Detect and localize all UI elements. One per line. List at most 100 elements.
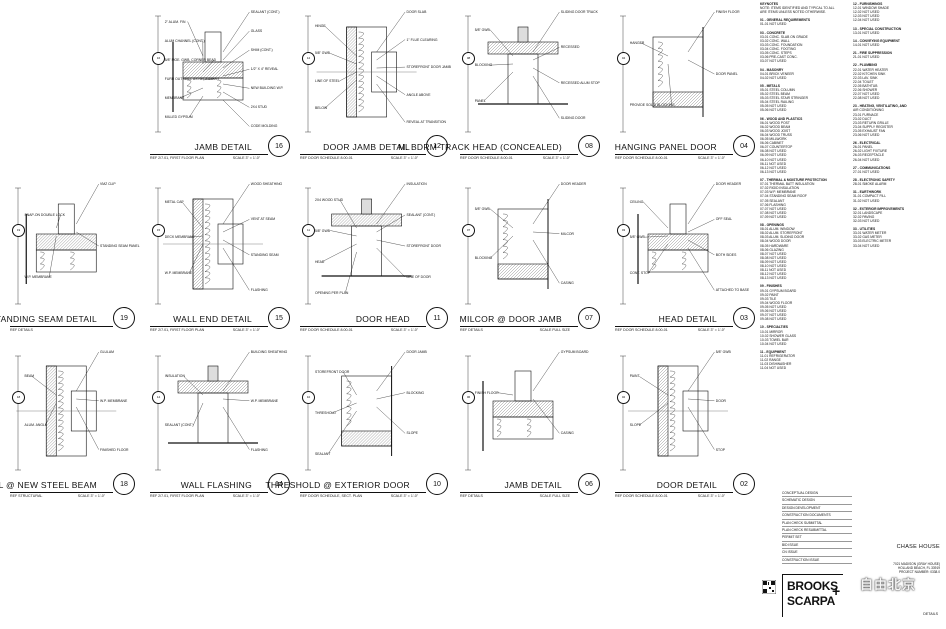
detail-number: 04	[733, 135, 755, 157]
detail-note: BELOW	[314, 106, 328, 111]
detail-note: FINISHED FLOOR	[100, 447, 129, 452]
detail-note: BEAM	[24, 374, 35, 379]
title-rule	[460, 154, 578, 155]
detail-scale: SCALE FULL SIZE	[539, 328, 570, 332]
detail-reference: REF 2/7.01, FIRST FLOOR PLAN	[150, 156, 205, 160]
detail-drawing-18	[15, 351, 117, 471]
detail-note: FINISH FLOOR	[474, 390, 499, 395]
keynote-line: 33-03 ELECTRIC METER	[853, 239, 892, 244]
detail-note: FLASHING	[250, 447, 268, 452]
detail-note: CASING	[560, 431, 574, 436]
detail-note: PAINT	[629, 374, 640, 379]
keynote-line: 06 - WOOD AND PLASTICS	[760, 116, 803, 121]
keynote-line: 22-01 WATER HEATER	[853, 67, 888, 72]
detail-note: 5/8" GWB	[314, 228, 330, 233]
logo-line-2: SCARPA	[787, 594, 835, 608]
detail-note: WOOD SHEATHING	[250, 182, 283, 186]
keynote-line: 07 - THERMAL & MOISTURE PROTECTION	[760, 178, 827, 183]
keynote-line: 07-08 NOT USED	[760, 210, 787, 215]
keynote-line: 22-07 NOT USED	[853, 92, 880, 97]
detail-note: VENT AT SEAM	[250, 217, 276, 222]
detail-note: PANEL	[474, 98, 486, 103]
detail-number: 08	[578, 135, 600, 157]
keynote-line: 08-08 NOT USED	[760, 255, 787, 260]
keynote-line: 05-06 NOT USED	[760, 108, 787, 113]
detail-note: METAL CAP	[164, 199, 184, 204]
detail-note: GLULAM	[100, 350, 114, 354]
detail-note: INSULATION	[406, 182, 427, 186]
detail-note: SLOPE	[629, 423, 642, 428]
detail-reference: REF DETAILS	[460, 494, 483, 498]
keynote-line: ARE ITEMS UNLESS NOTED OTHERWISE.	[760, 10, 827, 15]
title-rule	[10, 326, 113, 327]
revision-entry: PLAN CHECK SUBMITTAL	[782, 520, 852, 528]
keynote-line: 06-02 WOOD BEAM	[760, 124, 791, 129]
detail-title: WALL FLASHING	[180, 480, 252, 490]
detail-note: LINE OF STEEL	[314, 78, 340, 83]
keynote-line: 23-05 EXHAUST FAN	[853, 128, 886, 133]
keynote-line: 06-05 MILLWORK	[760, 137, 787, 142]
detail-note: 5/8" GWB	[474, 27, 490, 32]
address-line: 7021 MADISON (GRAY HOUSE)	[893, 562, 940, 566]
keynote-line: 08-11 NOT USED	[760, 268, 787, 273]
keynote-line: 07-03 W.P. MEMBRANE	[760, 190, 796, 195]
title-rule	[150, 492, 268, 493]
section-tag-icon: 11	[302, 223, 315, 237]
detail-title: HEAD DETAIL	[658, 314, 717, 324]
keynote-line: 11-04 NOT USED	[760, 366, 787, 371]
detail-note: BLOCKING	[406, 390, 425, 395]
detail-number: 15	[268, 307, 290, 329]
keynote-line: 12-04 NOT USED	[853, 18, 880, 23]
keynote-line: 12-02 NOT USED	[853, 10, 880, 15]
keynote-line: 07-02 RIGID INSULATION	[760, 186, 799, 191]
keynote-line: 06-04 WOOD TRUSS	[760, 133, 792, 137]
detail-note: STANDING SEAM	[250, 252, 279, 257]
keynote-line: 22-08 NOT USED	[853, 96, 880, 101]
detail-drawing-10	[305, 351, 406, 471]
detail-note: STANDING SEAM PANEL	[100, 244, 140, 248]
detail-title: DOOR DETAIL	[656, 480, 717, 490]
detail-note: GYPSUM BOARD	[560, 350, 589, 354]
detail-note: BOTH SIDES	[715, 252, 737, 257]
detail-reference: REF DOOR SCHEDULE 8.00-01	[615, 156, 668, 160]
keynote-line: 06-06 CABINET	[760, 141, 784, 146]
detail-drawing-12	[305, 11, 417, 133]
keynote-line: 21-01 NOT USED	[853, 55, 880, 60]
detail-note: DOOR SLAB	[406, 10, 427, 14]
detail-title: THRESHOLD @ EXTERIOR DOOR	[265, 480, 410, 490]
detail-drawing-14	[155, 351, 258, 471]
keynote-line: 05-03 STEEL STAIR STRINGER	[760, 96, 809, 101]
keynote-line: 10 - SPECIALTIES	[760, 325, 788, 330]
keynote-line: 26 - ELECTRICAL	[853, 141, 881, 146]
keynote-line: 03-01 CONC. SLAB ON GRADE	[760, 34, 808, 39]
keynote-line: 08-02 ALUM. STOREFRONT	[760, 231, 803, 236]
keynote-line: 03-03 CONC. FOUNDATION	[760, 42, 803, 47]
keynotes-column-1: KEYNOTES NOTE: ITEMS IDENTIFIED AND TYPI…	[760, 2, 850, 370]
title-rule	[615, 492, 733, 493]
detail-note: DOOR HEADER	[560, 182, 587, 186]
keynote-line: 08-09 NOT USED	[760, 259, 787, 264]
keynote-line: 11 - EQUIPMENT	[760, 349, 787, 354]
qr-code-icon	[762, 580, 776, 594]
section-tag-icon: 02	[617, 390, 630, 404]
detail-note: VMZ CLIP	[100, 182, 116, 186]
keynote-line: 26-04 NOT USED	[853, 157, 880, 162]
keynote-line: 08-07 NOT USED	[760, 251, 787, 256]
section-tag-icon: 04	[617, 51, 630, 65]
detail-number: 10	[426, 473, 448, 495]
keynote-line: 26-03 RECEPTACLE	[853, 153, 885, 158]
keynote-line: 08-01 ALUM. WINDOW	[760, 227, 795, 232]
keynote-line: 08-05 HARDWARE	[760, 243, 789, 248]
keynote-line: 03-05 CONC. STEPS	[760, 51, 792, 56]
keynote-line: 32-01 LANDSCAPE	[853, 210, 883, 215]
